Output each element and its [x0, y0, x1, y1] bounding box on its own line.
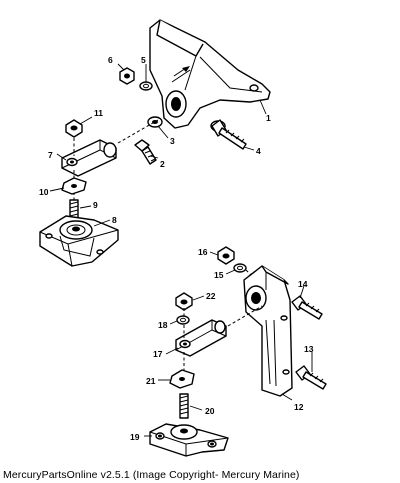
callout-19: 19 [130, 432, 140, 442]
assembly-line-lower-b [227, 305, 263, 327]
callout-13: 13 [304, 344, 314, 354]
assembly-line-upper-a [117, 119, 159, 144]
callout-2: 2 [160, 159, 165, 169]
callout-8: 8 [112, 215, 117, 225]
callout-1: 1 [266, 113, 271, 123]
callout-14: 14 [298, 279, 308, 289]
part-19-mount[interactable] [149, 423, 229, 457]
callout-11: 11 [94, 108, 103, 118]
part-1-bracket[interactable] [149, 19, 271, 132]
callout-21: 21 [146, 376, 156, 386]
callout-18: 18 [158, 320, 168, 330]
leader-lines [49, 63, 313, 437]
part-20-stud[interactable] [179, 393, 189, 419]
callout-3: 3 [170, 136, 175, 146]
callout-12: 12 [294, 402, 304, 412]
callout-9: 9 [93, 200, 98, 210]
callout-10: 10 [39, 187, 49, 197]
callout-15: 15 [214, 270, 224, 280]
part-2-bolt[interactable] [134, 139, 157, 165]
callout-4: 4 [256, 146, 261, 156]
part-17-link[interactable] [175, 319, 227, 357]
part-14-bolt[interactable] [291, 295, 323, 320]
part-15-washer[interactable] [233, 263, 247, 273]
part-12-bracket[interactable] [243, 265, 293, 397]
part-5-washer[interactable] [139, 81, 153, 91]
part-11-nut[interactable] [65, 119, 83, 138]
callout-22: 22 [206, 291, 216, 301]
callout-5: 5 [141, 55, 146, 65]
callout-17: 17 [153, 349, 163, 359]
part-7-link[interactable] [61, 139, 117, 177]
part-13-bolt[interactable] [295, 365, 327, 390]
part-21-tab-washer[interactable] [169, 369, 195, 389]
callout-16: 16 [198, 247, 208, 257]
part-3-washer[interactable] [147, 116, 163, 128]
part-22-nut[interactable] [175, 292, 193, 311]
part-10-tab-washer[interactable] [61, 177, 87, 195]
callout-7: 7 [48, 150, 53, 160]
part-4-bolt[interactable] [211, 119, 247, 150]
copyright-caption: MercuryPartsOnline v2.5.1 (Image Copyrig… [3, 469, 300, 481]
callout-6: 6 [108, 55, 113, 65]
part-18-washer[interactable] [176, 315, 190, 325]
part-8-mount[interactable] [39, 215, 119, 267]
part-6-nut[interactable] [119, 67, 135, 85]
callout-20: 20 [205, 406, 215, 416]
part-16-nut[interactable] [217, 246, 235, 265]
